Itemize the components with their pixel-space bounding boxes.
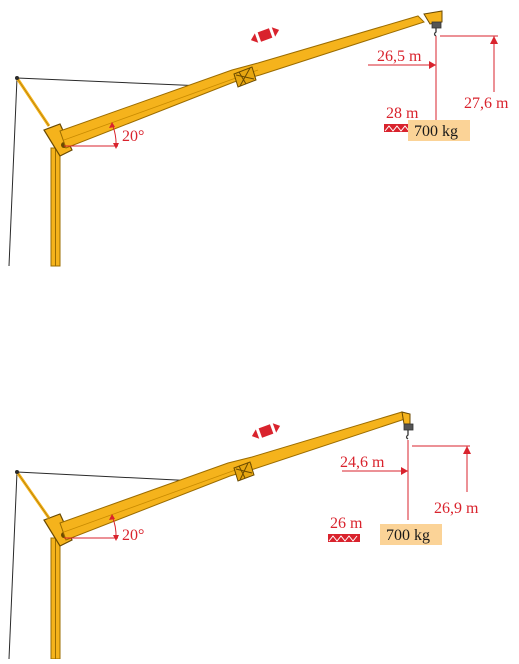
- crane-diagram-1: 20° 26,5 m 27,6 m 28 m 700 kg: [8, 10, 509, 267]
- angle-dimension: [64, 514, 119, 541]
- radius-label: 26,5 m: [377, 48, 422, 65]
- angle-label: 20°: [122, 128, 144, 145]
- support-cables: [8, 76, 205, 267]
- lattice-section-icon: [233, 66, 257, 88]
- boom-length-icon: [328, 534, 360, 542]
- hook-block: [403, 423, 414, 440]
- angle-dimension: [64, 122, 119, 149]
- boom-length-label: 28 m: [386, 105, 419, 122]
- load-box: 700 kg: [380, 524, 442, 545]
- crane-diagram-2: 20° 24,6 m 26,9 m 26 m 700 kg: [8, 411, 479, 660]
- angle-label: 20°: [122, 527, 144, 544]
- load-label: 700 kg: [414, 123, 458, 140]
- boom: [59, 15, 425, 149]
- hook-height-label: 26,9 m: [434, 500, 479, 517]
- hook-block: [423, 10, 443, 37]
- load-box: 700 kg: [408, 120, 470, 141]
- radius-dimension: [368, 36, 437, 120]
- telescope-arrows-icon: [250, 27, 280, 43]
- radius-label: 24,6 m: [340, 454, 385, 471]
- support-cables: [8, 470, 197, 660]
- hook-height-label: 27,6 m: [464, 95, 509, 112]
- lattice-section-icon: [233, 461, 255, 482]
- boom: [59, 411, 411, 541]
- hook-height-dimension: [440, 35, 498, 92]
- telescope-arrows-icon: [251, 423, 281, 439]
- boom-length-label: 26 m: [330, 515, 363, 532]
- load-label: 700 kg: [386, 527, 430, 544]
- hook-height-dimension: [412, 445, 471, 492]
- radius-dimension: [342, 440, 409, 520]
